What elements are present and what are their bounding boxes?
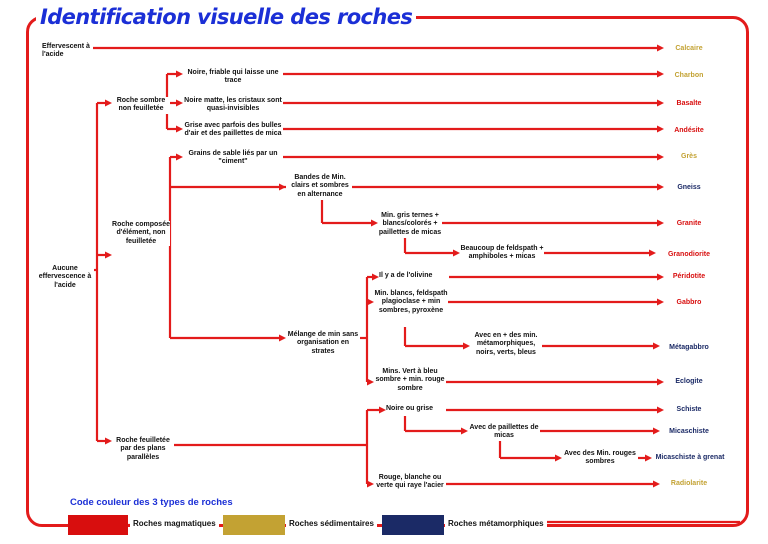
arrowhead xyxy=(657,125,664,133)
arrowhead xyxy=(657,406,664,414)
rock-calcaire: Calcaire xyxy=(666,44,712,53)
legend-label-metamorphic: Roches métamorphiques xyxy=(445,519,547,528)
rock-gneiss: Gneiss xyxy=(666,183,712,192)
arrowhead xyxy=(653,480,660,488)
arrowhead xyxy=(461,427,468,435)
rock-schiste: Schiste xyxy=(666,405,712,414)
arrowhead xyxy=(367,298,374,306)
arrowhead xyxy=(657,153,664,161)
arrowhead xyxy=(367,378,374,386)
arrowhead xyxy=(105,99,112,107)
arrowhead xyxy=(176,125,183,133)
node-unstratified-mix: Mélange de min sans organisation en stra… xyxy=(286,331,360,357)
legend-label-sedimentary: Roches sédimentaires xyxy=(286,519,377,528)
rock-peridotite: Péridotite xyxy=(666,272,712,281)
node-grey-white-mica: Min. gris ternes + blancs/colorés + pail… xyxy=(378,212,442,238)
arrowhead xyxy=(463,342,470,350)
rock-micaschiste: Micaschiste xyxy=(662,427,716,436)
arrowhead xyxy=(105,437,112,445)
arrowhead xyxy=(555,454,562,462)
node-effervescent: Effervescent à l'acide xyxy=(42,43,92,60)
rock-andesite: Andésite xyxy=(666,126,712,135)
legend-swatch-sedimentary xyxy=(223,515,285,535)
arrowhead xyxy=(379,406,386,414)
arrowhead xyxy=(453,249,460,257)
node-sand-grains: Grains de sable liés par un "ciment" xyxy=(183,150,283,167)
rock-metagabbro: Métagabbro xyxy=(662,343,716,352)
rock-granodiorite: Granodiorite xyxy=(660,250,718,259)
rock-gres: Grès xyxy=(666,152,712,161)
arrowhead xyxy=(176,70,183,78)
node-red-white-green-steel: Rouge, blanche ou verte qui raye l'acier xyxy=(374,474,446,491)
node-black-or-grey: Noire ou grise xyxy=(386,405,446,414)
arrowhead xyxy=(657,273,664,281)
arrowhead xyxy=(105,251,112,259)
node-grey-bubbles: Grise avec parfois des bulles d'air et d… xyxy=(183,122,283,139)
page-title: Identification visuelle des roches xyxy=(36,4,417,30)
rock-gabbro: Gabbro xyxy=(666,298,712,307)
arrowhead xyxy=(645,454,652,462)
node-light-dark-bands: Bandes de Min. clairs et sombres en alte… xyxy=(288,174,352,200)
arrowhead xyxy=(657,219,664,227)
arrowhead xyxy=(279,334,286,342)
arrowhead xyxy=(657,298,664,306)
node-green-blue-red: Mins. Vert à bleu sombre + min. rouge so… xyxy=(374,368,446,394)
rock-micaschiste-grenat: Micaschiste à grenat xyxy=(654,453,726,462)
legend-label-magmatic: Roches magmatiques xyxy=(130,519,219,528)
arrowhead xyxy=(279,183,286,191)
rock-granite: Granite xyxy=(666,219,712,228)
arrowhead xyxy=(657,99,664,107)
arrowhead xyxy=(367,480,374,488)
arrowhead xyxy=(657,44,664,52)
node-dark-not-foliated: Roche sombre non feuilletée xyxy=(112,97,170,114)
rock-radiolarite: Radiolarite xyxy=(662,479,716,488)
node-foliated-parallel: Roche feuilletée par des plans parallèle… xyxy=(112,437,174,463)
rock-eclogite: Eclogite xyxy=(666,377,712,386)
legend-swatch-metamorphic xyxy=(382,515,444,535)
arrowhead xyxy=(176,99,183,107)
node-black-friable: Noire, friable qui laisse une trace xyxy=(183,69,283,86)
arrowhead xyxy=(657,183,664,191)
arrowhead xyxy=(176,153,183,161)
legend-title: Code couleur des 3 types de roches xyxy=(70,497,233,508)
node-black-matte: Noire matte, les cristaux sont quasi-inv… xyxy=(183,97,283,114)
arrowhead xyxy=(371,219,378,227)
rock-basalte: Basalte xyxy=(666,99,712,108)
node-metamorphic-minerals: Avec en + des min. métamorphiques, noirs… xyxy=(470,332,542,358)
arrowhead xyxy=(657,70,664,78)
node-white-plagioclase: Min. blancs, feldspath plagioclase + min… xyxy=(374,290,448,316)
node-olivine: Il y a de l'olivine xyxy=(379,272,449,281)
arrowhead xyxy=(372,273,379,281)
arrowhead xyxy=(657,378,664,386)
arrowhead xyxy=(653,427,660,435)
node-mica-flakes: Avec de paillettes de micas xyxy=(468,424,540,441)
node-feldspar-amphibole: Beaucoup de feldspath + amphiboles + mic… xyxy=(460,245,544,262)
arrowhead xyxy=(649,249,656,257)
rock-charbon: Charbon xyxy=(666,71,712,80)
arrowhead xyxy=(653,342,660,350)
legend-swatch-magmatic xyxy=(68,515,128,535)
node-composite-not-foliated: Roche composée d'élément, non feuilletée xyxy=(112,221,170,247)
node-red-minerals: Avec des Min. rouges sombres xyxy=(562,450,638,467)
node-no-effervescence: Aucune effervescence à l'acide xyxy=(36,265,94,291)
